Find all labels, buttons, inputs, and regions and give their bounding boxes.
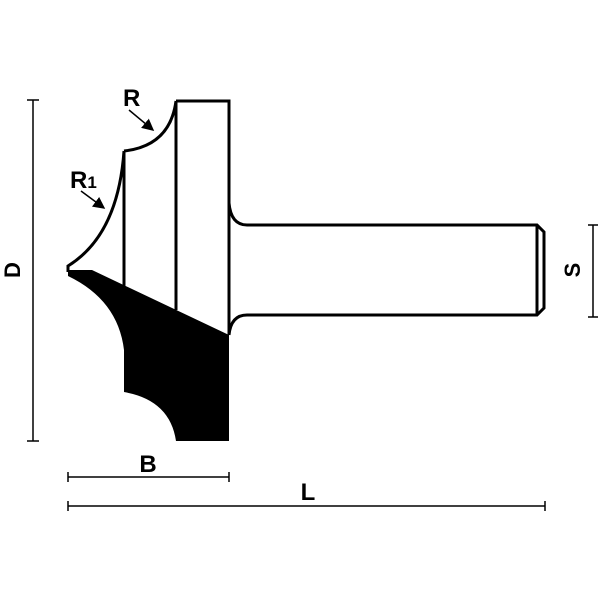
dimension-b <box>67 472 230 482</box>
label-r1: R1 <box>70 167 97 194</box>
dimension-l <box>67 501 546 511</box>
carbide-cutter <box>68 270 229 441</box>
r1-arrow <box>80 190 106 209</box>
dimension-d <box>27 99 39 442</box>
bit-body-outline <box>66 99 231 335</box>
shank <box>227 202 546 336</box>
dimension-s <box>588 224 598 318</box>
label-d: D <box>0 262 25 278</box>
label-r: R <box>123 85 140 112</box>
label-l: L <box>301 479 316 506</box>
r-arrow <box>128 109 155 131</box>
label-s: S <box>560 263 585 278</box>
label-b: B <box>139 451 156 478</box>
